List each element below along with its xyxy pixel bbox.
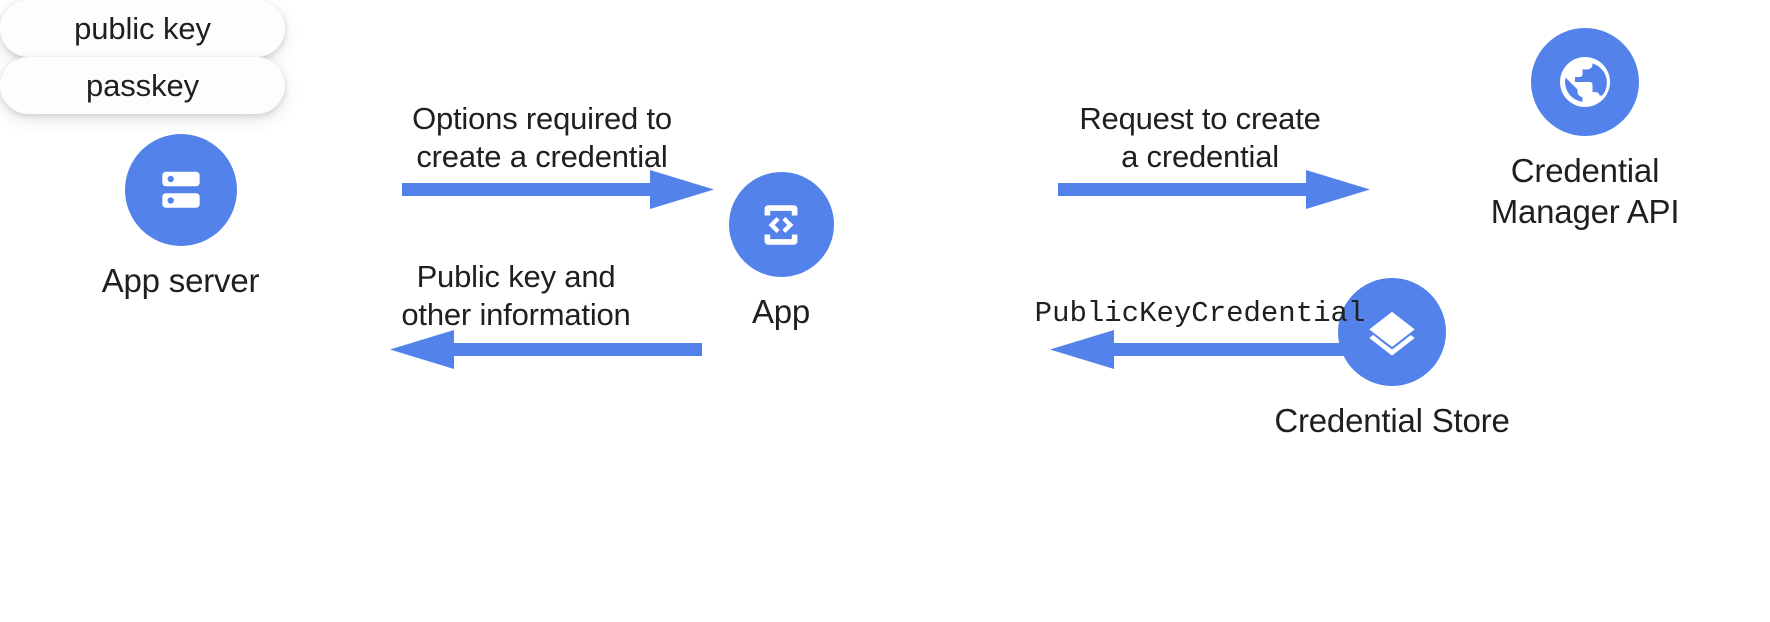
arrow-label-store-to-app: PublicKeyCredential — [1034, 297, 1366, 330]
server-icon — [153, 162, 209, 218]
node-label-credential-manager-api: Credential Manager API — [1490, 152, 1680, 230]
node-app: App — [726, 172, 836, 332]
arrow-label-server-to-app: Options required to create a credential — [412, 101, 672, 174]
node-label-app: App — [751, 293, 811, 330]
chip-passkey: passkey — [0, 57, 285, 114]
arrow-app-to-server — [390, 325, 702, 373]
globe-icon-badge — [1531, 28, 1639, 136]
arrow-app-to-api — [1058, 165, 1370, 213]
node-label-credential-store: Credential Store — [1274, 402, 1510, 439]
node-app-server: App server — [38, 134, 323, 301]
app-code-phone-icon — [754, 198, 808, 252]
arrow-server-to-app — [402, 165, 714, 213]
server-icon-badge — [124, 134, 237, 246]
arrow-store-to-app — [1050, 325, 1372, 373]
node-credential-manager-api: Credential Manager API — [1440, 28, 1730, 232]
layers-icon — [1363, 303, 1421, 361]
layers-icon-badge — [1338, 278, 1446, 386]
node-credential-store: Credential Store — [1247, 278, 1537, 441]
chip-public-key-label: public key — [74, 10, 211, 46]
chip-passkey-label: passkey — [85, 67, 200, 103]
globe-icon — [1555, 52, 1615, 112]
chip-public-key: public key — [0, 0, 285, 57]
arrow-label-app-to-api: Request to create a credential — [1079, 101, 1321, 174]
arrow-label-app-to-server: Public key and other information — [401, 259, 631, 332]
node-label-app-server: App server — [101, 262, 260, 299]
app-code-phone-icon-badge — [728, 172, 834, 277]
